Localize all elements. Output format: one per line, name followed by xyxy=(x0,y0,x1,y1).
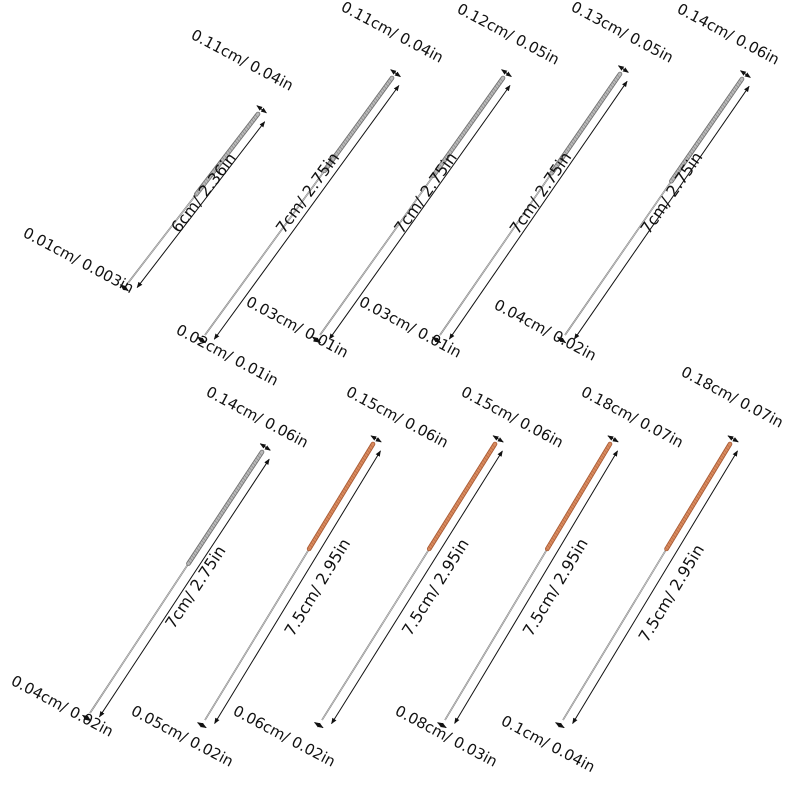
needle-length-label: 7cm/ 2.75in xyxy=(637,148,707,237)
needle-length-label: 7cm/ 2.75in xyxy=(272,149,343,237)
tip-diameter-dimension xyxy=(197,722,207,729)
handle-diameter-dimension xyxy=(492,435,504,443)
tip-diameter-label: 0.05cm/ 0.02in xyxy=(128,702,236,771)
tip-diameter-label: 0.03cm/ 0.01in xyxy=(243,293,351,362)
tip-diameter-dimension xyxy=(311,336,322,344)
needle-length-label: 7cm/ 2.75in xyxy=(390,149,461,238)
tip-diameter-dimension xyxy=(431,336,442,344)
handle-diameter-dimension xyxy=(259,443,271,451)
handle-diameter-label: 0.11cm/ 0.04in xyxy=(338,0,446,67)
handle-diameter-label: 0.12cm/ 0.05in xyxy=(454,0,562,69)
needle-length-label: 7.5cm/ 2.95in xyxy=(280,535,354,639)
needle-handle-fill xyxy=(665,442,732,551)
tip-diameter-dimension xyxy=(555,722,565,729)
tip-diameter-dimension xyxy=(82,714,92,722)
needle-layer: 0.11cm/ 0.04in 0.01cm/ 0.003in 6cm/ 2.36in… xyxy=(8,0,786,776)
tip-diameter-label: 0.04cm/ 0.02in xyxy=(491,296,599,365)
handle-diameter-label: 0.18cm/ 0.07in xyxy=(578,383,686,452)
handle-diameter-dimension xyxy=(607,435,619,443)
handle-diameter-dimension xyxy=(727,435,739,443)
handle-diameter-dimension xyxy=(390,69,401,78)
needle-length-label: 7.5cm/ 2.95in xyxy=(519,535,592,640)
length-dimension-line xyxy=(454,450,618,724)
needle-1: 0.11cm/ 0.04in 0.01cm/ 0.003in 6cm/ 2.36in xyxy=(20,26,296,297)
tip-diameter-label: 0.02cm/ 0.01in xyxy=(173,321,281,390)
needle-length-label: 7.5cm/ 2.95in xyxy=(398,535,473,639)
handle-diameter-dimension xyxy=(370,435,382,443)
tip-diameter-dimension xyxy=(119,284,129,292)
length-dimension-line xyxy=(572,450,738,724)
handle-diameter-dimension xyxy=(617,65,629,73)
handle-diameter-label: 0.14cm/ 0.06in xyxy=(203,383,311,452)
tip-diameter-label: 0.01cm/ 0.003in xyxy=(20,224,137,297)
needle-handle-fill xyxy=(427,442,497,551)
tip-diameter-dimension xyxy=(437,722,447,729)
tip-diameter-label: 0.1cm/ 0.04in xyxy=(498,712,598,777)
needle-length-label: 7cm/ 2.75in xyxy=(506,148,576,237)
handle-diameter-label: 0.15cm/ 0.06in xyxy=(343,383,451,452)
handle-diameter-label: 0.18cm/ 0.07in xyxy=(678,363,786,432)
length-dimension-line xyxy=(331,450,503,725)
handle-diameter-dimension xyxy=(501,69,512,77)
tip-diameter-dimension xyxy=(196,336,206,344)
tip-diameter-dimension xyxy=(314,722,324,729)
tip-diameter-label: 0.06cm/ 0.02in xyxy=(230,702,338,771)
tip-diameter-label: 0.08cm/ 0.03in xyxy=(392,702,500,771)
needle-handle-fill xyxy=(545,442,612,551)
tip-diameter-dimension xyxy=(556,336,567,344)
needle-length-label: 7.5cm/ 2.95in xyxy=(635,541,708,645)
handle-diameter-label: 0.15cm/ 0.06in xyxy=(458,383,566,452)
handle-diameter-label: 0.13cm/ 0.05in xyxy=(568,0,676,67)
tip-diameter-label: 0.03cm/ 0.01in xyxy=(356,293,464,362)
length-dimension-line xyxy=(573,85,750,340)
handle-diameter-dimension xyxy=(739,70,751,78)
tip-diameter-label: 0.04cm/ 0.02in xyxy=(8,672,116,741)
needle-length-label: 6cm/ 2.36in xyxy=(167,149,240,236)
handle-diameter-label: 0.11cm/ 0.04in xyxy=(188,26,296,95)
length-dimension-line xyxy=(214,450,381,725)
handle-diameter-label: 0.14cm/ 0.06in xyxy=(674,0,782,69)
